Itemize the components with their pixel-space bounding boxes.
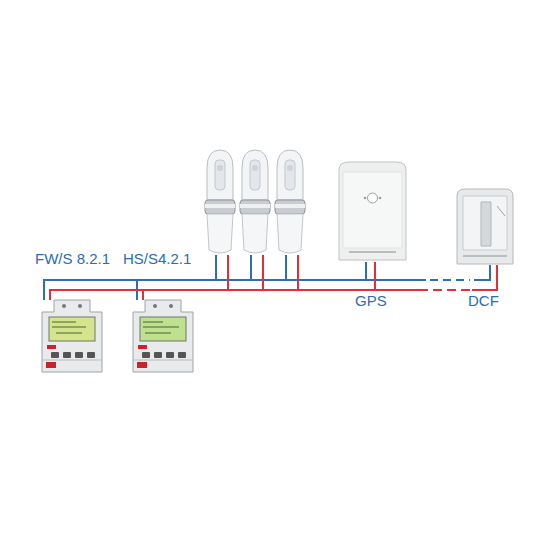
dcf-antenna bbox=[455, 188, 515, 265]
gps-antenna bbox=[335, 160, 410, 262]
light-sensor bbox=[275, 150, 305, 253]
device-label: GPS bbox=[355, 292, 387, 310]
brightness-sensor-device: HS/S4.2.1 bbox=[133, 300, 193, 372]
device-label: DCF bbox=[468, 292, 499, 310]
light-sensor bbox=[205, 150, 235, 253]
gps-antenna-box: GPS bbox=[335, 160, 410, 262]
device-label: FW/S 8.2.1 bbox=[35, 250, 110, 268]
time-switch-device: FW/S 8.2.1 bbox=[42, 300, 102, 372]
device-label: HS/S4.2.1 bbox=[123, 250, 191, 268]
din-rail-device bbox=[42, 300, 102, 372]
din-rail-device bbox=[133, 300, 193, 372]
bus-wire bbox=[143, 262, 375, 300]
bus-wire bbox=[50, 290, 143, 300]
red-bus-drop bbox=[228, 255, 298, 290]
light-sensor bbox=[240, 150, 270, 253]
light-sensors bbox=[205, 150, 305, 253]
blue-bus-wire bbox=[44, 255, 490, 300]
bus-wire bbox=[375, 262, 497, 290]
dcf-antenna-box: DCF bbox=[455, 188, 515, 265]
